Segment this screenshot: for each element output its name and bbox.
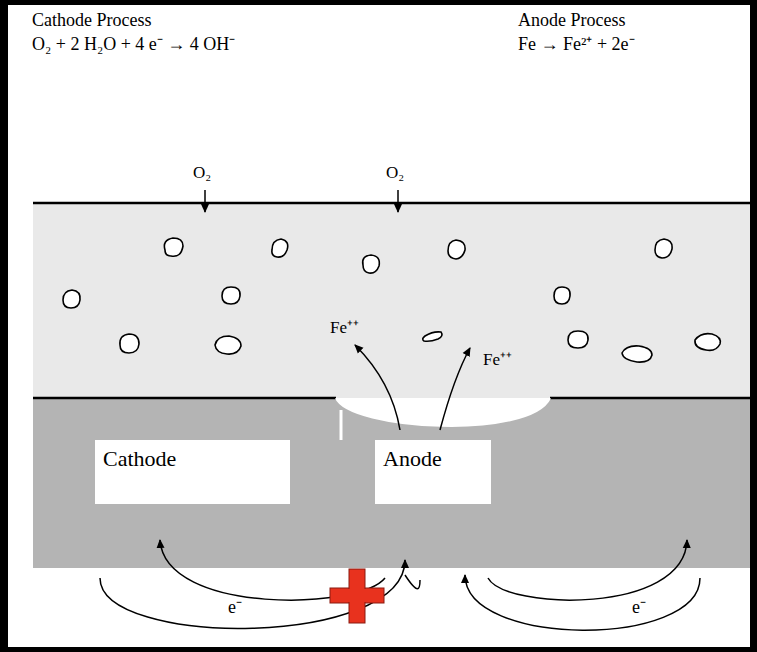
anode-region: Anode	[375, 440, 491, 504]
reaction-equation: O₂ + 2 H₂O + 4 e⁻ → 4 OH⁻	[32, 34, 235, 55]
process-heading: Cathode Process	[32, 10, 151, 31]
ion-label: Fe⁺⁺	[330, 318, 359, 338]
red-plus-symbol	[330, 569, 384, 623]
process-heading: Anode Process	[518, 10, 625, 31]
electron-flow-arrows	[100, 540, 700, 630]
white-ground	[8, 5, 750, 647]
ion-label: Fe⁺⁺	[483, 350, 512, 370]
electron-label: e⁻	[228, 597, 242, 618]
reaction-equation: Fe → Fe²⁺ + 2e⁻	[518, 34, 635, 55]
oxygen-label: O₂	[193, 163, 211, 183]
region-label: Anode	[383, 446, 483, 471]
concrete-cover	[33, 203, 750, 398]
oxygen-label: O₂	[386, 163, 404, 183]
electron-label: e⁻	[632, 597, 646, 618]
region-label: Cathode	[103, 446, 282, 471]
steel-bar	[33, 398, 750, 568]
aggregate-stones	[63, 238, 720, 362]
cathode-region: Cathode	[95, 440, 290, 504]
